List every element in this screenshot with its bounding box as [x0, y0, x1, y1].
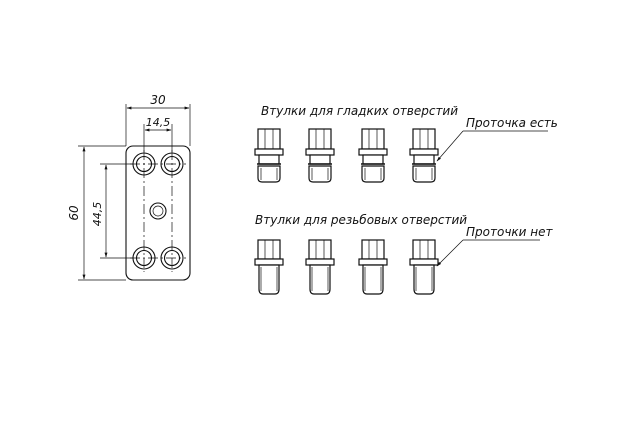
bushing-smooth-3 — [358, 128, 388, 183]
bushing-threaded-4 — [409, 239, 439, 295]
dimension-hole-spacing-x: 14,5 — [143, 116, 173, 152]
hole-center — [149, 202, 167, 220]
bushing-threaded-1 — [254, 239, 284, 295]
callout-bottom-leader — [436, 239, 464, 267]
bushing-threaded-3 — [358, 239, 388, 295]
bushing-smooth-4 — [409, 128, 439, 183]
dimension-hole-spacing-y: 44,5 — [91, 163, 133, 259]
plate-outline — [125, 145, 191, 281]
dimension-width-outer: 30 — [125, 93, 191, 146]
group-title-smooth: Втулки для гладких отверстий — [261, 104, 458, 118]
group-title-threaded: Втулки для резьбовых отверстий — [255, 213, 467, 227]
dimension-width-outer-label: 30 — [150, 93, 166, 107]
callout-groove-absent: Проточки нет — [436, 225, 553, 267]
callout-top-label: Проточка есть — [466, 116, 558, 130]
dimension-height-outer-label: 60 — [67, 205, 81, 221]
dimension-height-outer: 60 — [67, 145, 126, 281]
callout-top-leader — [436, 130, 464, 162]
bushing-smooth-2 — [305, 128, 335, 183]
callout-bottom-label: Проточки нет — [466, 225, 553, 239]
dimension-hole-spacing-y-label: 44,5 — [91, 202, 104, 227]
plate — [125, 145, 191, 281]
bushings-threaded-row — [254, 239, 439, 295]
dimension-hole-spacing-x-label: 14,5 — [146, 116, 171, 129]
bushing-smooth-1 — [254, 128, 284, 183]
bushing-threaded-2 — [305, 239, 335, 295]
bushings-smooth-row — [254, 128, 439, 183]
callout-groove-present: Проточка есть — [436, 116, 558, 162]
